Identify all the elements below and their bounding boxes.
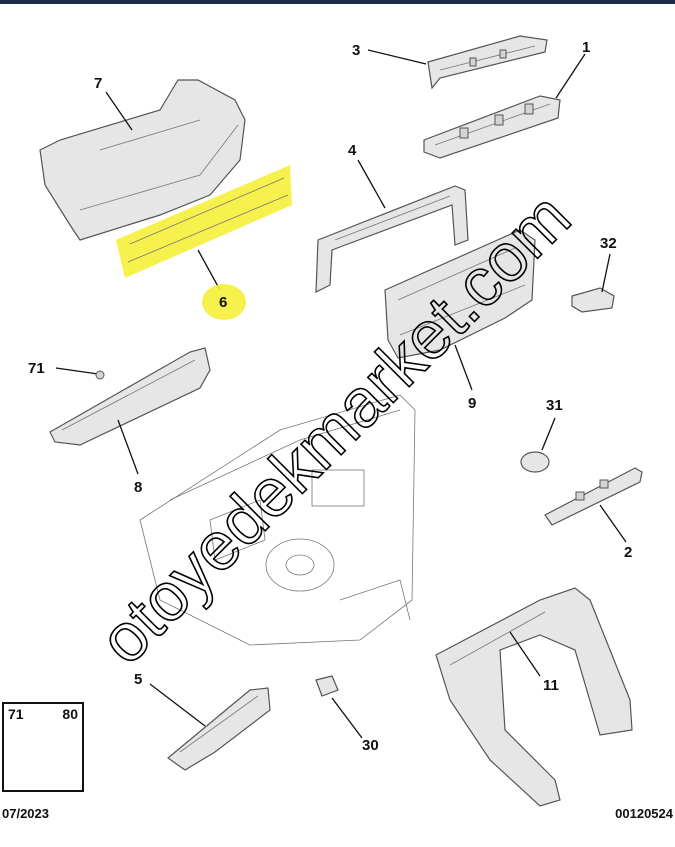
part-30-small-switch[interactable] bbox=[315, 675, 339, 697]
leader-7 bbox=[105, 91, 133, 131]
callout-32: 32 bbox=[600, 235, 617, 252]
part-8-side-bracket[interactable] bbox=[49, 347, 211, 446]
fastener-box: 71 80 bbox=[2, 702, 84, 792]
leader-2 bbox=[599, 504, 627, 543]
dashboard-overview bbox=[139, 394, 416, 646]
callout-31: 31 bbox=[546, 397, 563, 414]
callout-7: 7 bbox=[94, 75, 102, 92]
top-bar bbox=[0, 0, 675, 4]
callout-1: 1 bbox=[582, 39, 590, 56]
leader-6 bbox=[197, 249, 221, 291]
leader-8 bbox=[117, 419, 139, 475]
callout-71: 71 bbox=[28, 360, 45, 377]
callout-6: 6 bbox=[219, 294, 227, 311]
part-4-frame[interactable] bbox=[315, 185, 469, 293]
part-6-highlighted-strip[interactable] bbox=[116, 165, 292, 278]
callout-30: 30 bbox=[362, 737, 379, 754]
part-9-bracket-frame[interactable] bbox=[384, 229, 536, 359]
callout-2: 2 bbox=[624, 544, 632, 561]
callout-3: 3 bbox=[352, 42, 360, 59]
part-7-instrument-hood[interactable] bbox=[39, 79, 246, 241]
part-32-clip[interactable] bbox=[571, 287, 615, 313]
part-5-lower-trim[interactable] bbox=[167, 687, 271, 771]
part-2-switch-strip[interactable] bbox=[544, 467, 643, 526]
leader-30 bbox=[331, 697, 363, 739]
date-code: 07/2023 bbox=[2, 806, 49, 821]
leader-4 bbox=[357, 159, 386, 209]
part-1-bracket[interactable] bbox=[423, 95, 561, 159]
leader-5 bbox=[149, 683, 206, 727]
part-11-console-bezel[interactable] bbox=[435, 587, 633, 807]
leader-32 bbox=[601, 253, 611, 293]
reference-code: 00120524 bbox=[615, 806, 673, 821]
callout-5: 5 bbox=[134, 671, 142, 688]
leader-3 bbox=[367, 49, 427, 65]
callout-4: 4 bbox=[348, 142, 357, 159]
callout-6-highlight bbox=[202, 284, 246, 320]
fastener-code-b: 80 bbox=[62, 706, 78, 722]
part-31-button[interactable] bbox=[520, 451, 550, 473]
callout-9: 9 bbox=[468, 395, 476, 412]
leader-9 bbox=[454, 344, 473, 391]
leader-1 bbox=[555, 53, 586, 99]
part-71-screw[interactable] bbox=[95, 370, 105, 380]
fastener-code-a: 71 bbox=[8, 706, 24, 722]
leader-71 bbox=[55, 367, 99, 375]
leader-31 bbox=[541, 417, 556, 451]
callout-8: 8 bbox=[134, 479, 142, 496]
leader-11 bbox=[509, 631, 541, 677]
callout-11: 11 bbox=[543, 677, 559, 694]
part-3-trim-strip[interactable] bbox=[427, 35, 548, 90]
